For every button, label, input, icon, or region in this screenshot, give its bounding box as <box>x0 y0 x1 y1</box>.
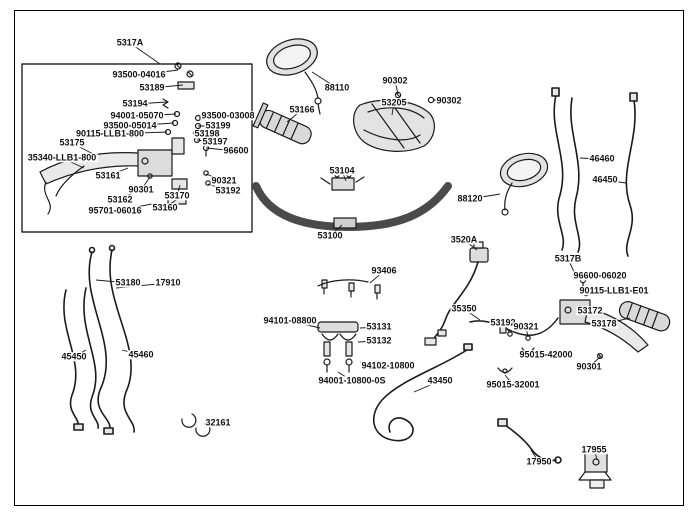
part-label-53180: 53180 <box>114 277 142 288</box>
part-label-88110: 88110 <box>323 82 351 93</box>
part-label-96600-06020: 96600-06020 <box>572 270 628 281</box>
part-label-95015-32001: 95015-32001 <box>485 379 541 390</box>
part-label-5317A: 5317A <box>115 37 145 48</box>
part-label-35350: 35350 <box>450 303 478 314</box>
part-label-46460: 46460 <box>588 153 616 164</box>
part-label-53178: 53178 <box>590 318 618 329</box>
part-label-93500-05014: 93500-05014 <box>102 120 158 131</box>
detail-box-5317A <box>21 63 253 233</box>
part-label-53189: 53189 <box>138 82 166 93</box>
part-label-90321: 90321 <box>512 321 540 332</box>
right-grip <box>618 301 671 332</box>
part-label-17950: 17950 <box>525 456 553 467</box>
cables-46460-46450 <box>551 87 638 257</box>
part-label-96600: 96600 <box>222 145 250 156</box>
part-label-53100: 53100 <box>316 230 344 241</box>
handlebar-clamp-assembly <box>317 321 359 373</box>
part-label-53131: 53131 <box>365 321 393 332</box>
part-label-53192: 53192 <box>489 317 517 328</box>
part-label-35340-LLB1-800: 35340-LLB1-800 <box>26 152 98 163</box>
part-label-5317B: 5317B <box>553 253 583 264</box>
part-label-45460: 45460 <box>127 349 155 360</box>
part-label-94001-05070: 94001-05070 <box>109 110 165 121</box>
part-label-94101-08800: 94101-08800 <box>262 315 318 326</box>
part-label-53166: 53166 <box>288 104 316 115</box>
part-label-53160: 53160 <box>151 202 179 213</box>
part-label-43450: 43450 <box>426 375 454 386</box>
part-label-3520A: 3520A <box>449 234 479 245</box>
part-label-88120: 88120 <box>456 193 484 204</box>
left-grip <box>252 102 312 145</box>
left-cables <box>63 244 135 435</box>
switch-harness-3520A <box>424 241 489 346</box>
right-mirror-stem <box>504 182 513 211</box>
part-label-95701-06016: 95701-06016 <box>87 205 143 216</box>
part-label-94102-10800: 94102-10800 <box>360 360 416 371</box>
part-label-53192: 53192 <box>214 185 242 196</box>
part-label-53132: 53132 <box>365 335 393 346</box>
part-label-46450: 46450 <box>591 174 619 185</box>
part-label-94001-10800-0S: 94001-10800-0S <box>317 375 387 386</box>
left-mirror-stem <box>304 71 319 99</box>
part-label-53161: 53161 <box>94 170 122 181</box>
part-label-53198: 53198 <box>193 128 221 139</box>
part-label-90115-LLB1-800: 90115-LLB1-800 <box>74 128 146 139</box>
part-label-17910: 17910 <box>154 277 182 288</box>
part-label-53205: 53205 <box>380 97 408 108</box>
part-label-90302: 90302 <box>435 95 463 106</box>
diagram-border <box>14 10 684 506</box>
part-label-32161: 32161 <box>204 417 232 428</box>
part-label-53199: 53199 <box>204 120 232 131</box>
cable-43450 <box>372 343 473 442</box>
part-label-90301: 90301 <box>127 184 155 195</box>
part-label-17955: 17955 <box>580 444 608 455</box>
part-label-90301: 90301 <box>575 361 603 372</box>
bolts-93406 <box>317 279 381 300</box>
part-label-53170: 53170 <box>163 190 191 201</box>
part-label-53172: 53172 <box>576 305 604 316</box>
handlebar-center-knurl <box>333 217 357 229</box>
part-label-53162: 53162 <box>106 194 134 205</box>
part-label-93500-03008: 93500-03008 <box>200 110 256 121</box>
clip-95015-32001 <box>497 367 513 374</box>
part-label-53104: 53104 <box>328 165 356 176</box>
left-mirror <box>266 38 318 76</box>
bracket-17955 <box>578 451 612 489</box>
part-label-90302: 90302 <box>381 75 409 86</box>
part-label-45450: 45450 <box>60 351 88 362</box>
part-label-95015-42000: 95015-42000 <box>518 349 574 360</box>
right-mirror <box>499 152 549 188</box>
handlebar-cover <box>353 99 435 152</box>
part-label-90321: 90321 <box>210 175 238 186</box>
part-label-53175: 53175 <box>58 137 86 148</box>
part-label-93500-04016: 93500-04016 <box>111 69 167 80</box>
part-label-93406: 93406 <box>370 265 398 276</box>
part-label-53194: 53194 <box>121 98 149 109</box>
part-label-90115-LLB1-E01: 90115-LLB1-E01 <box>578 285 650 296</box>
part-label-53197: 53197 <box>201 136 229 147</box>
